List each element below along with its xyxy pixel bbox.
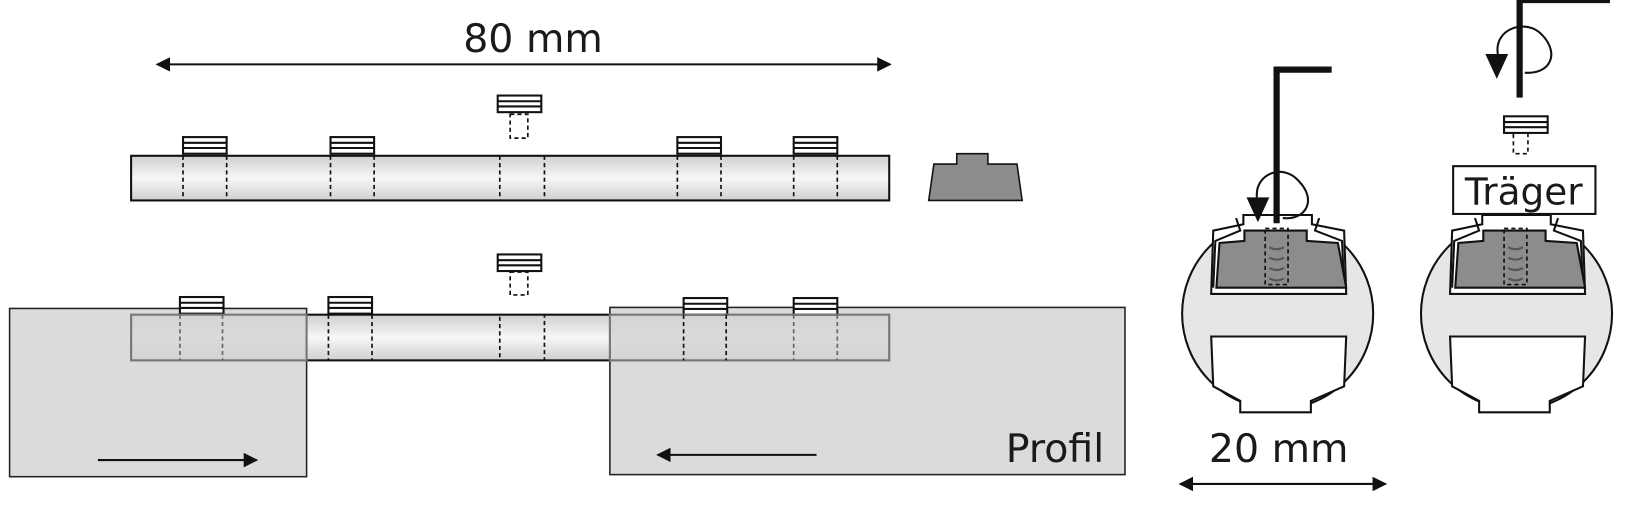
screw-loose-icon: [496, 94, 543, 114]
screw-icon: [329, 136, 376, 155]
rotate-arrow-icon: [1496, 25, 1553, 74]
screw-icon: [178, 295, 225, 315]
length-dimension-label: 80 mm: [463, 16, 603, 62]
hex-key-icon: [1516, 0, 1610, 98]
hex-key-icon: [1273, 66, 1332, 224]
screw-icon: [792, 136, 839, 155]
profile-cross-section-loose: Träger: [1419, 0, 1614, 414]
screw-icon: [792, 297, 839, 316]
connector-bar-top: [130, 94, 891, 202]
screw-icon: [1503, 115, 1549, 134]
profile-left: [8, 295, 308, 478]
screw-icon: [327, 295, 374, 315]
profile-right: Profil: [608, 297, 1126, 476]
diameter-dimension-label: 20 mm: [1209, 426, 1349, 472]
screw-icon: [676, 136, 723, 155]
slot-nut-icon: [927, 152, 1024, 202]
profile-label: Profil: [1006, 426, 1104, 472]
carrier-label-box: [1452, 165, 1597, 215]
carrier-label: Träger: [1464, 170, 1583, 214]
screw-icon: [682, 297, 729, 316]
profile-cross-section-fixed: [1181, 66, 1375, 414]
rotate-arrow-icon: [1255, 170, 1310, 220]
screw-loose-icon: [496, 253, 543, 273]
screw-icon: [181, 136, 228, 155]
